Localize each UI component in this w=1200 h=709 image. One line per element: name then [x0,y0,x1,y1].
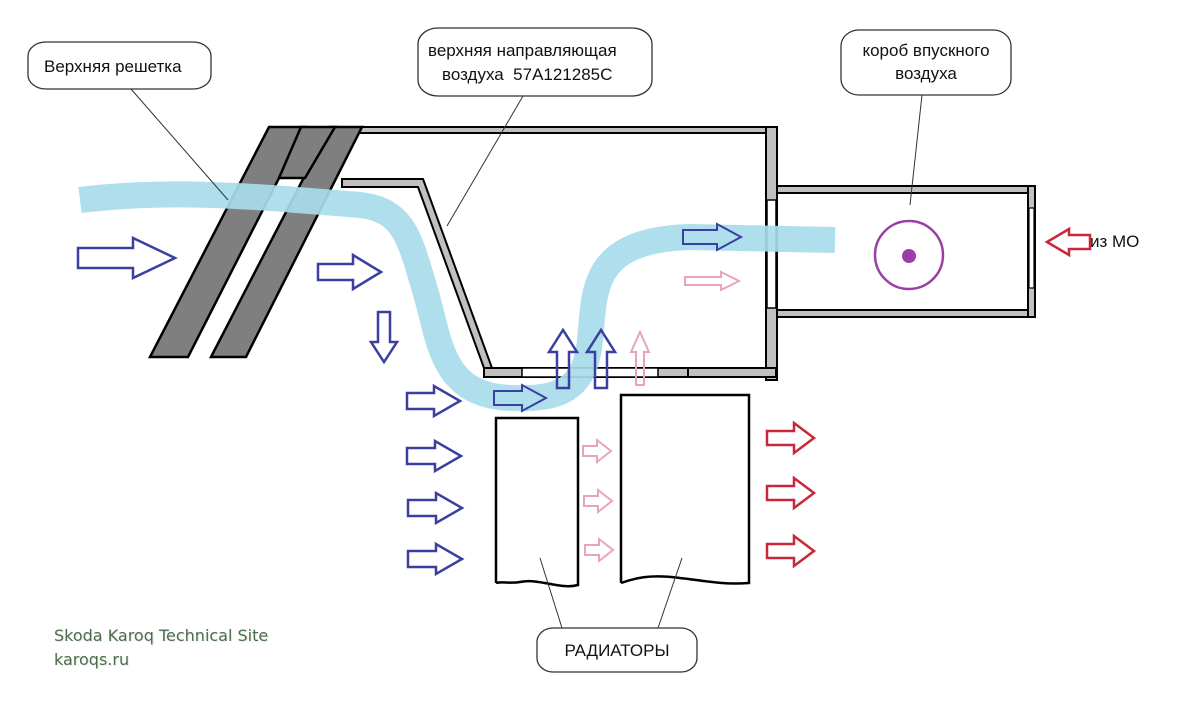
cold-air-arrow [493,383,549,413]
hot-air-arrow [765,533,817,569]
cold-air-arrow [76,236,178,280]
upper-air-guide [341,178,494,369]
cold-air-arrow [682,222,744,252]
intake-box [776,185,1036,318]
callout-intake-box-line1: короб впускного [862,41,989,60]
cold-air-arrow [405,438,464,474]
warm-air-arrow [583,487,614,515]
radiator-rear [619,393,751,585]
callout-upper-grille: Верхняя решетка [27,41,212,90]
cold-air-arrow [406,490,465,526]
callout-intake-box: короб впускного воздуха [840,29,1012,96]
warm-air-arrow [584,536,615,564]
cold-air-arrow [406,541,465,577]
hot-air-arrow [1044,226,1092,258]
leader-lines [130,88,923,629]
credit-site-url: karoqs.ru [54,650,130,669]
cold-air-arrow [316,252,384,292]
cold-air-arrow [368,310,400,365]
warm-air-arrow [582,437,613,465]
warm-air-arrow [629,329,651,386]
callout-upper-grille-text: Верхняя решетка [44,57,182,76]
callout-radiators: РАДИАТОРЫ [536,627,698,673]
flow-arrows [76,222,1092,577]
intake-opening-dot [902,249,916,263]
hot-air-arrow [765,475,817,511]
callout-upper-guide-line2: воздуха 57A121285C [442,65,612,84]
credit-site-name: Skoda Karoq Technical Site [54,626,269,645]
cold-air-arrow [584,327,618,390]
callout-radiators-text: РАДИАТОРЫ [564,641,669,660]
callout-upper-guide-line1: верхняя направляющая [428,41,617,60]
cold-air-arrow [405,383,463,419]
upper-grille [147,125,365,359]
warm-air-arrow [684,270,742,292]
radiator-front [494,416,580,588]
callout-upper-guide: верхняя направляющая воздуха 57A121285C [417,27,653,97]
cold-air-arrow [546,327,580,390]
label-from-engine-bay: из МО [1090,232,1139,251]
air-stream [78,181,836,412]
intake-opening-ring [873,219,945,291]
callout-intake-box-line2: воздуха [895,64,957,83]
hot-air-arrow [765,420,817,456]
